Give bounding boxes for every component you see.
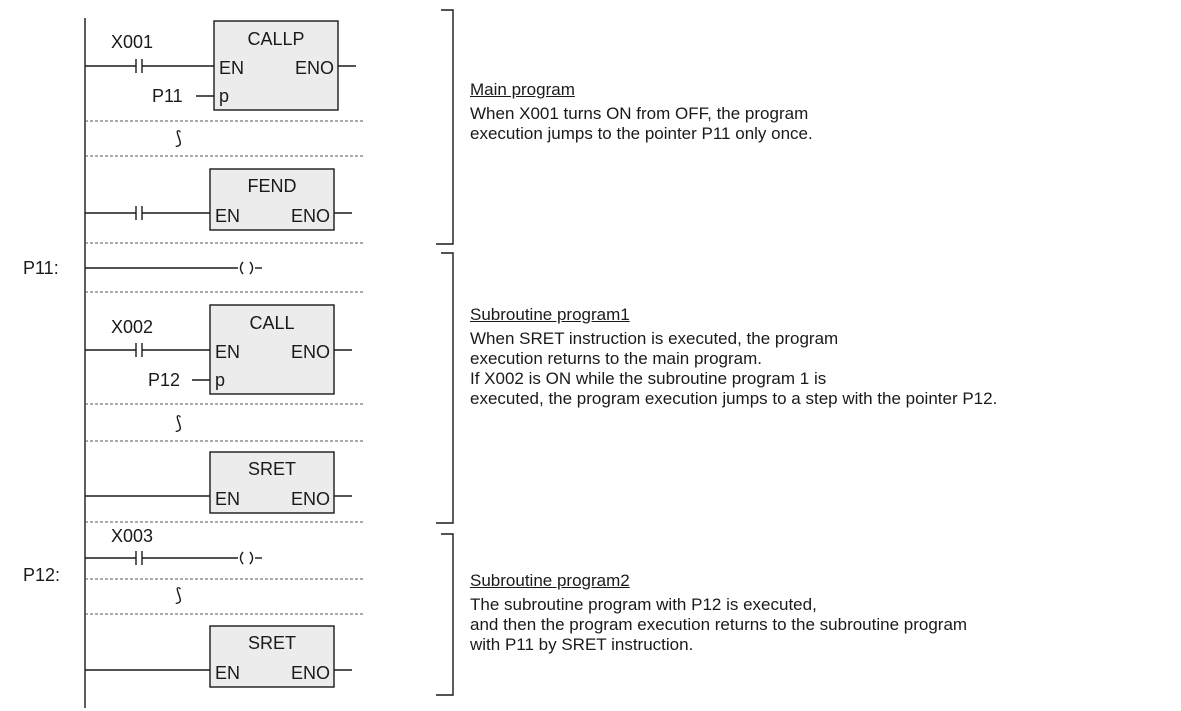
- pointer-p11-label: P11:: [23, 258, 59, 278]
- note-sub1-line: When SRET instruction is executed, the p…: [470, 329, 839, 348]
- bracket-main: [436, 9, 454, 245]
- note-main-title: Main program: [470, 80, 575, 99]
- pointer-label-p11: P11: [152, 86, 183, 106]
- break-mark: ⟆: [175, 413, 182, 433]
- coil-p12: [239, 551, 254, 565]
- note-sub2-line: and then the program execution returns t…: [470, 615, 968, 634]
- bracket-sub2: [436, 533, 454, 696]
- sret1-block: [209, 451, 335, 514]
- contact-x003: [135, 551, 143, 565]
- contact-x001: [135, 59, 143, 73]
- fend-instruction-label: FEND: [248, 176, 297, 196]
- note-main-program: Main program When X001 turns ON from OFF…: [470, 80, 813, 144]
- break-mark: ⟆: [175, 585, 182, 605]
- pointer-label-p12: P12: [148, 370, 180, 390]
- break-mark: ⟆: [175, 128, 182, 148]
- callp-eno-label: ENO: [295, 58, 334, 78]
- callp-p-pin-label: p: [219, 86, 229, 106]
- fend-block: [209, 168, 335, 231]
- note-subroutine-1: Subroutine program1 When SRET instructio…: [470, 305, 997, 409]
- call-p-pin-label: p: [215, 370, 225, 390]
- note-sub1-line: executed, the program execution jumps to…: [470, 389, 998, 408]
- sret1-en-label: EN: [215, 489, 240, 509]
- sret1-eno-label: ENO: [291, 489, 330, 509]
- call-en-label: EN: [215, 342, 240, 362]
- call-block: [209, 304, 335, 395]
- note-sub1-title: Subroutine program1: [470, 305, 630, 324]
- call-instruction-label: CALL: [249, 313, 294, 333]
- pointer-p12-label: P12:: [23, 565, 60, 585]
- sret2-block: [209, 625, 335, 688]
- note-sub1-line: execution returns to the main program.: [470, 349, 762, 368]
- note-subroutine-2: Subroutine program2 The subroutine progr…: [470, 571, 967, 655]
- sret2-en-label: EN: [215, 663, 240, 683]
- sret1-instruction-label: SRET: [248, 459, 296, 479]
- callp-en-label: EN: [219, 58, 244, 78]
- note-main-line: When X001 turns ON from OFF, the program: [470, 104, 809, 123]
- contact-label-x001: X001: [111, 32, 153, 52]
- contact-x002: [135, 343, 143, 357]
- contact-label-x002: X002: [111, 317, 153, 337]
- note-main-line: execution jumps to the pointer P11 only …: [470, 124, 813, 143]
- note-sub2-line: The subroutine program with P12 is execu…: [470, 595, 817, 614]
- sret2-instruction-label: SRET: [248, 633, 296, 653]
- fend-eno-label: ENO: [291, 206, 330, 226]
- call-eno-label: ENO: [291, 342, 330, 362]
- callp-instruction-label: CALLP: [247, 29, 304, 49]
- sret2-eno-label: ENO: [291, 663, 330, 683]
- bracket-sub1: [436, 252, 454, 524]
- note-sub2-line: with P11 by SRET instruction.: [470, 635, 694, 654]
- contact-label-x003: X003: [111, 526, 153, 546]
- note-sub1-line: If X002 is ON while the subroutine progr…: [470, 369, 827, 388]
- note-sub2-title: Subroutine program2: [470, 571, 630, 590]
- fend-en-label: EN: [215, 206, 240, 226]
- coil-p11: [239, 261, 254, 275]
- contact-fend: [135, 206, 143, 220]
